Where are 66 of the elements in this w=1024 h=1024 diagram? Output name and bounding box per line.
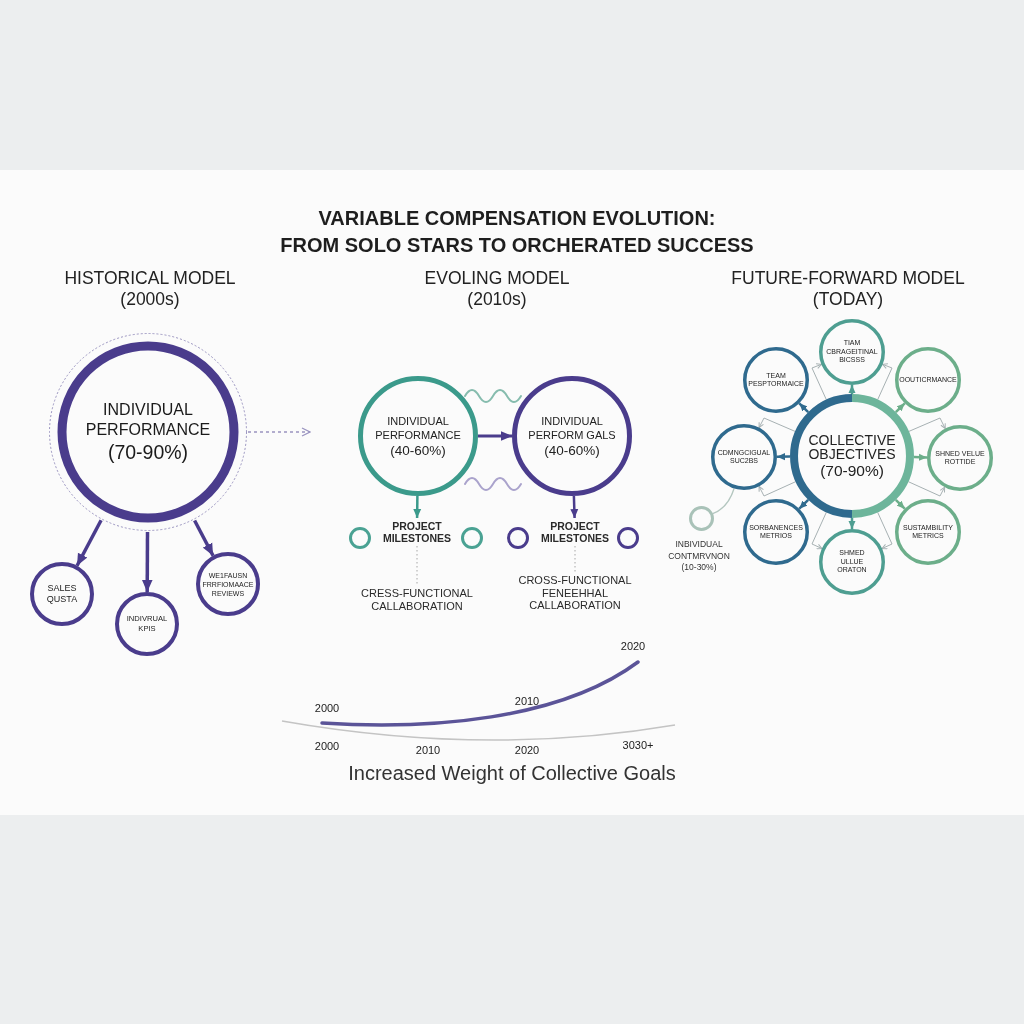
arrow — [811, 363, 827, 401]
percentage-label: (70-90%) — [107, 439, 189, 465]
percentage-label: (70-90%) — [820, 461, 884, 480]
arrow — [798, 498, 810, 510]
circle-node — [927, 425, 993, 491]
arrow — [894, 402, 906, 414]
circle-node — [819, 529, 885, 595]
text-label: PROJECT MILESTONES — [382, 520, 452, 544]
section-heading: EVOLING MODEL (2010s) — [424, 268, 570, 310]
arrow — [894, 498, 906, 510]
circle-node — [196, 552, 260, 616]
connector-line — [712, 487, 735, 515]
percentage-label: (40-60%) — [544, 441, 600, 459]
arrow — [908, 417, 946, 432]
percentage-label: (40-60%) — [390, 441, 446, 459]
year-label: 2000 — [314, 739, 340, 753]
circle-node — [819, 319, 885, 385]
text-label: PROJECT MILESTONES — [540, 520, 610, 544]
circle-node — [895, 347, 961, 413]
arrow — [413, 496, 422, 518]
node-label: SALES QUSTA — [46, 583, 78, 605]
arrow — [848, 518, 856, 529]
diagram-title: VARIABLE COMPENSATION EVOLUTION: FROM SOLO STARS TO ORCHERATED SUCCESS — [280, 206, 754, 258]
circle-node — [743, 347, 809, 413]
arrow — [478, 431, 512, 441]
node-label: INDIVIDUAL PERFORMANCE — [375, 413, 461, 442]
arrow — [758, 417, 796, 432]
circle-node — [895, 499, 961, 565]
arrow — [848, 385, 856, 394]
dashed-arrow — [247, 427, 311, 437]
arrow — [877, 511, 893, 550]
arrow — [193, 519, 215, 557]
node-label: INDIVIDUAL PERFORMANCE — [85, 399, 211, 440]
arrow — [913, 453, 928, 461]
node-label: INDIVIDUAL PERFORM GALS — [528, 413, 616, 442]
chart-caption: Increased Weight of Collective Goals — [348, 761, 676, 785]
circle-node — [358, 376, 478, 496]
arrow — [570, 495, 579, 519]
node-label: COLLECTIVE OBJECTIVES — [808, 432, 896, 462]
year-label: 2020 — [514, 743, 540, 757]
year-label: 2010 — [514, 694, 540, 708]
circle-node — [688, 505, 714, 531]
circle-node — [711, 424, 777, 490]
ring-caption: INBIVIDUAL CONTMRVNON (10-30%) — [668, 539, 730, 574]
year-label: 2010 — [415, 743, 441, 757]
section-heading: HISTORICAL MODEL (2000s) — [64, 268, 236, 310]
arrow — [777, 453, 790, 461]
year-label: 2020 — [620, 639, 646, 653]
arrow — [907, 481, 946, 497]
year-label: 2000 — [314, 701, 340, 715]
arrow — [75, 519, 103, 567]
year-label: 3030+ — [622, 738, 654, 752]
circle-node — [115, 592, 179, 656]
arrow — [811, 511, 827, 550]
arrow — [142, 532, 153, 592]
section-heading: FUTURE-FORWARD MODEL (TODAY) — [731, 268, 965, 310]
text-label: CRESS-FUNCTIONAL CALLABORATION — [361, 587, 473, 612]
circle-node — [790, 394, 914, 518]
arrow — [758, 481, 797, 497]
arrow — [877, 363, 893, 401]
circle-node — [743, 499, 809, 565]
circle-node — [30, 562, 94, 626]
circle-node — [48, 332, 248, 532]
arrow — [798, 402, 810, 414]
text-label: CROSS-FUNCTIONAL FENEEHHAL CALLABORATION — [518, 574, 632, 612]
circle-node — [512, 376, 632, 496]
